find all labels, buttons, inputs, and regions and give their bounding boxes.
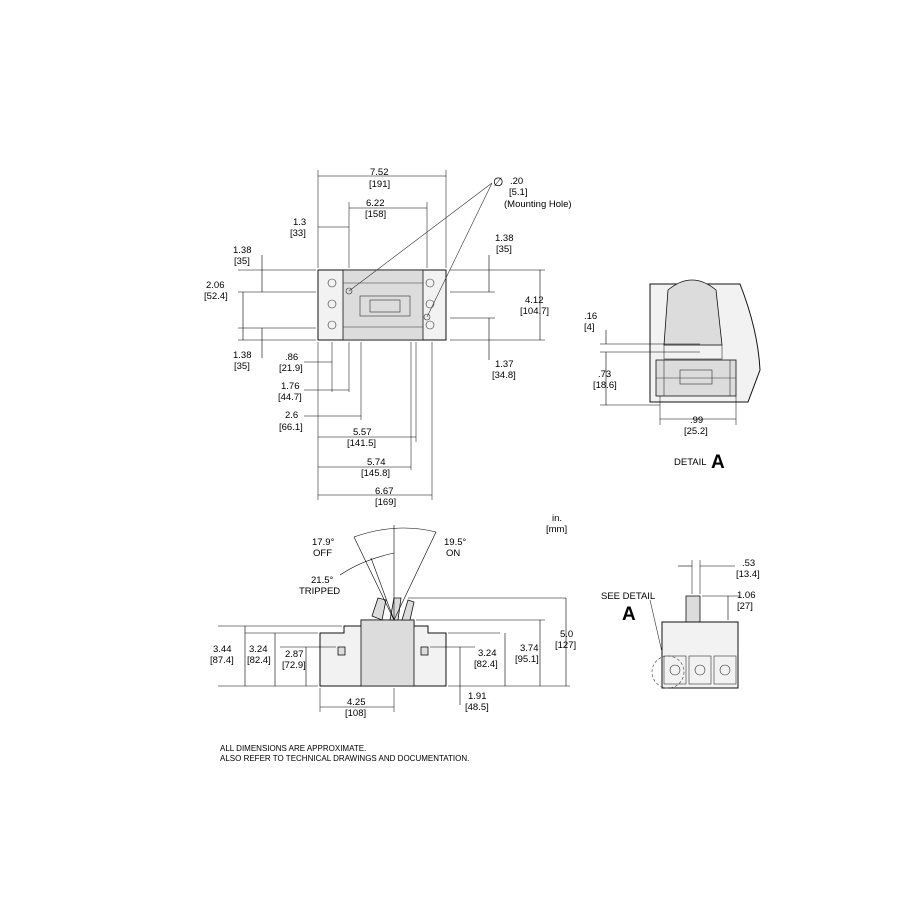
dim-0-99-mm: [25.2] bbox=[684, 426, 708, 437]
dim-0-16-in: .16 bbox=[584, 311, 597, 322]
detail-a-view bbox=[649, 279, 761, 403]
dim-5-57-in: 5.57 bbox=[353, 427, 372, 438]
dim-5-74-in: 5.74 bbox=[367, 457, 386, 468]
dim-5-0-in: 5.0 bbox=[560, 629, 573, 640]
dim-2-6-in: 2.6 bbox=[285, 410, 298, 421]
side-view-labels: 17.9° OFF 19.5° ON 21.5° TRIPPED 3.44 [8… bbox=[210, 537, 576, 719]
angle-off-label: OFF bbox=[313, 548, 332, 559]
side-view bbox=[319, 597, 447, 687]
dim-4-12-in: 4.12 bbox=[525, 295, 544, 306]
angle-on-label: ON bbox=[446, 548, 460, 559]
dim-2-06-in: 2.06 bbox=[206, 280, 225, 291]
dim-3-74-mm: [95.1] bbox=[515, 654, 539, 665]
units-inch: in. bbox=[552, 513, 562, 524]
dim-1-38-top-left-in: 1.38 bbox=[233, 245, 252, 256]
dim-3-24-right-in: 3.24 bbox=[478, 648, 497, 659]
dim-7-52-in: 7.52 bbox=[370, 167, 389, 178]
dim-0-99-in: .99 bbox=[690, 415, 703, 426]
angle-on-value: 19.5° bbox=[444, 537, 466, 548]
dim-0-53-mm: [13.4] bbox=[736, 569, 760, 580]
dim-2-06-mm: [52.4] bbox=[204, 291, 228, 302]
dim-0-73-mm: [18.6] bbox=[593, 380, 617, 391]
dim-0-53-in: .53 bbox=[742, 558, 755, 569]
units-legend: in. [mm] bbox=[546, 513, 567, 535]
dim-0-86-mm: [21.9] bbox=[279, 363, 303, 374]
top-view-dimensions bbox=[238, 170, 545, 500]
dim-hole-in: .20 bbox=[510, 176, 523, 187]
dim-3-44-in: 3.44 bbox=[213, 644, 232, 655]
dim-6-22-mm: [158] bbox=[365, 209, 386, 220]
end-view-dimensions bbox=[649, 560, 740, 653]
dim-2-6-mm: [66.1] bbox=[279, 422, 303, 433]
dim-1-37-mm: [34.8] bbox=[492, 370, 516, 381]
dim-1-38-bottom-left-mm: [35] bbox=[234, 361, 250, 372]
mounting-hole-note: (Mounting Hole) bbox=[504, 199, 572, 210]
note-line-2: ALSO REFER TO TECHNICAL DRAWINGS AND DOC… bbox=[220, 754, 469, 763]
detail-a-dimensions bbox=[600, 330, 737, 425]
top-view-labels: 7.52 [191] 6.22 [158] 1.3 [33] ∅ .20 [5.… bbox=[204, 167, 572, 508]
side-view-arcs bbox=[339, 525, 566, 621]
dim-5-0-mm: [127] bbox=[555, 640, 576, 651]
units-mm: [mm] bbox=[546, 524, 567, 535]
dim-0-86-in: .86 bbox=[285, 352, 298, 363]
dim-0-16-mm: [4] bbox=[584, 322, 595, 333]
dim-1-91-in: 1.91 bbox=[468, 691, 487, 702]
dim-1-06-mm: [27] bbox=[737, 601, 753, 612]
dim-4-25-in: 4.25 bbox=[347, 697, 366, 708]
notes: ALL DIMENSIONS ARE APPROXIMATE. ALSO REF… bbox=[220, 744, 469, 763]
dim-1-38-top-right-in: 1.38 bbox=[495, 233, 514, 244]
dim-6-67-in: 6.67 bbox=[375, 486, 394, 497]
detail-letter: A bbox=[711, 452, 725, 473]
dim-2-87-in: 2.87 bbox=[285, 649, 304, 660]
dim-hole-mm: [5.1] bbox=[509, 187, 528, 198]
dim-0-73-in: .73 bbox=[598, 369, 611, 380]
dim-1-37-in: 1.37 bbox=[495, 359, 514, 370]
dim-4-12-mm: [104.7] bbox=[520, 306, 549, 317]
dim-3-24-left-mm: [82.4] bbox=[247, 655, 271, 666]
dim-1-38-bottom-left-in: 1.38 bbox=[233, 350, 252, 361]
dim-1-38-top-left-mm: [35] bbox=[234, 256, 250, 267]
angle-tripped-label: TRIPPED bbox=[299, 586, 340, 597]
dim-6-22-in: 6.22 bbox=[366, 198, 385, 209]
dim-5-74-mm: [145.8] bbox=[361, 468, 390, 479]
dim-2-87-mm: [72.9] bbox=[282, 660, 306, 671]
dim-1-76-mm: [44.7] bbox=[278, 392, 302, 403]
angle-off-value: 17.9° bbox=[312, 537, 334, 548]
detail-label: DETAIL bbox=[674, 457, 707, 468]
dim-3-24-left-in: 3.24 bbox=[249, 644, 268, 655]
dim-6-67-mm: [169] bbox=[375, 497, 396, 508]
angle-tripped-value: 21.5° bbox=[311, 575, 333, 586]
dim-4-25-mm: [108] bbox=[345, 708, 366, 719]
dim-1-3-in: 1.3 bbox=[293, 217, 306, 228]
end-view bbox=[651, 595, 739, 689]
see-detail-label: SEE DETAIL bbox=[601, 591, 655, 602]
dim-3-44-mm: [87.4] bbox=[210, 655, 234, 666]
dim-1-91-mm: [48.5] bbox=[465, 702, 489, 713]
see-detail-letter: A bbox=[622, 604, 636, 625]
dim-5-57-mm: [141.5] bbox=[347, 438, 376, 449]
dim-1-3-mm: [33] bbox=[290, 228, 306, 239]
dim-1-38-top-right-mm: [35] bbox=[496, 244, 512, 255]
dim-1-76-in: 1.76 bbox=[281, 381, 300, 392]
top-view bbox=[317, 269, 447, 341]
dim-1-06-in: 1.06 bbox=[737, 590, 756, 601]
dim-7-52-mm: [191] bbox=[369, 179, 390, 190]
end-view-labels: .53 [13.4] 1.06 [27] SEE DETAIL A bbox=[601, 558, 760, 625]
dim-3-74-in: 3.74 bbox=[520, 643, 539, 654]
detail-a-labels: .16 [4] .73 [18.6] .99 [25.2] DETAIL A bbox=[584, 311, 725, 473]
side-view-dimensions bbox=[218, 598, 570, 712]
diameter-icon: ∅ bbox=[493, 175, 503, 189]
dim-3-24-right-mm: [82.4] bbox=[474, 659, 498, 670]
note-line-1: ALL DIMENSIONS ARE APPROXIMATE. bbox=[220, 744, 366, 753]
